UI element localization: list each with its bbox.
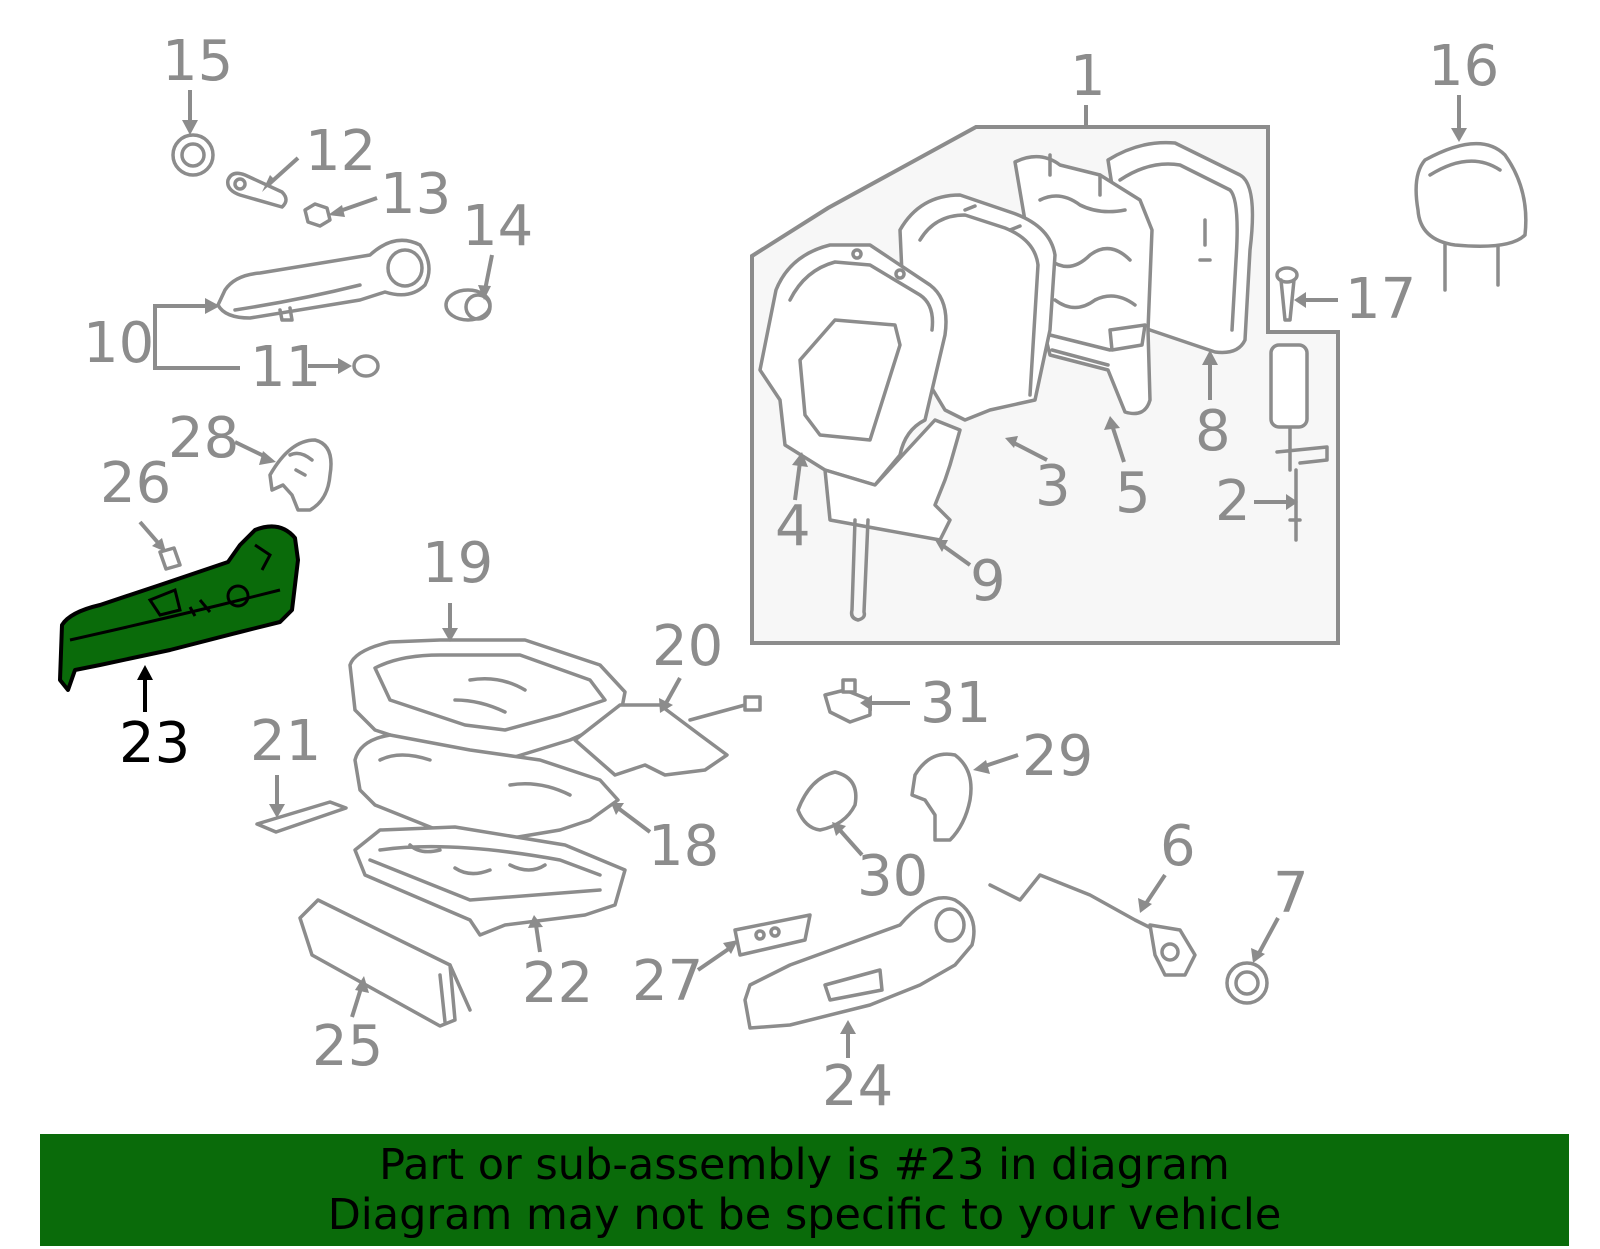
switch-part-27[interactable] [733,913,812,957]
seat-frame-part-22[interactable] [353,825,627,937]
label-2[interactable]: 2 [1215,469,1251,534]
label-25[interactable]: 25 [312,1014,383,1079]
label-7[interactable]: 7 [1273,861,1309,926]
heater-mat-part-9[interactable] [823,418,962,622]
knob-part-7[interactable] [1225,961,1269,1005]
label-4[interactable]: 4 [775,494,811,559]
label-30[interactable]: 30 [857,844,928,909]
label-8[interactable]: 8 [1195,399,1231,464]
knob-part-14[interactable] [444,288,492,322]
banner-line-2: Diagram may not be specific to your vehi… [327,1190,1282,1240]
label-26[interactable]: 26 [100,451,171,516]
side-shield-part-24[interactable] [743,896,976,1030]
banner-line-1: Part or sub-assembly is #23 in diagram [379,1140,1230,1190]
clip-part-26[interactable] [158,546,182,571]
label-6[interactable]: 6 [1160,814,1196,879]
trim-part-21[interactable] [255,800,348,834]
seatback-frame-part-5[interactable] [1013,153,1154,416]
label-1[interactable]: 1 [1070,44,1106,109]
label-9[interactable]: 9 [970,549,1006,614]
label-15[interactable]: 15 [162,29,233,94]
airbag-part-2[interactable] [1269,343,1329,542]
label-21[interactable]: 21 [250,709,321,774]
label-31[interactable]: 31 [920,671,991,736]
cover-part-29[interactable] [910,752,973,842]
leader-lines [137,90,1467,1058]
label-3[interactable]: 3 [1035,454,1071,519]
cap-part-15[interactable] [171,133,215,177]
nut-part-13[interactable] [303,202,332,228]
label-11[interactable]: 11 [250,335,321,400]
cushion-pad-part-18[interactable] [353,733,620,842]
headrest-part-16[interactable] [1414,142,1528,292]
label-14[interactable]: 14 [462,194,533,259]
seat-shield-part-23[interactable] [58,524,300,692]
label-29[interactable]: 29 [1022,724,1093,789]
cap-part-11[interactable] [352,354,380,378]
cushion-cover-part-19[interactable] [348,638,627,762]
knob-part-30[interactable] [796,770,858,832]
label-24[interactable]: 24 [822,1054,893,1119]
cover-part-25[interactable] [298,898,472,1028]
label-12[interactable]: 12 [305,119,376,184]
label-19[interactable]: 19 [422,531,493,596]
label-13[interactable]: 13 [380,162,451,227]
switch-part-31[interactable] [823,678,872,724]
cover-part-28[interactable] [268,438,333,512]
label-23[interactable]: 23 [119,711,190,776]
label-16[interactable]: 16 [1428,34,1499,99]
label-10[interactable]: 10 [83,311,154,376]
label-20[interactable]: 20 [652,614,723,679]
bolt-part-17[interactable] [1275,266,1299,322]
label-17[interactable]: 17 [1345,267,1416,332]
adjuster-part-6[interactable] [988,873,1197,977]
label-5[interactable]: 5 [1115,461,1151,526]
label-28[interactable]: 28 [168,406,239,471]
seatback-cover-part-4[interactable] [758,243,948,487]
armrest-part-10[interactable] [216,238,431,322]
label-27[interactable]: 27 [632,949,703,1014]
heater-part-20[interactable] [573,695,762,777]
bolt-part-12[interactable] [226,171,288,209]
info-banner: Part or sub-assembly is #23 in diagram D… [40,1134,1569,1246]
label-22[interactable]: 22 [522,951,593,1016]
label-18[interactable]: 18 [648,814,719,879]
